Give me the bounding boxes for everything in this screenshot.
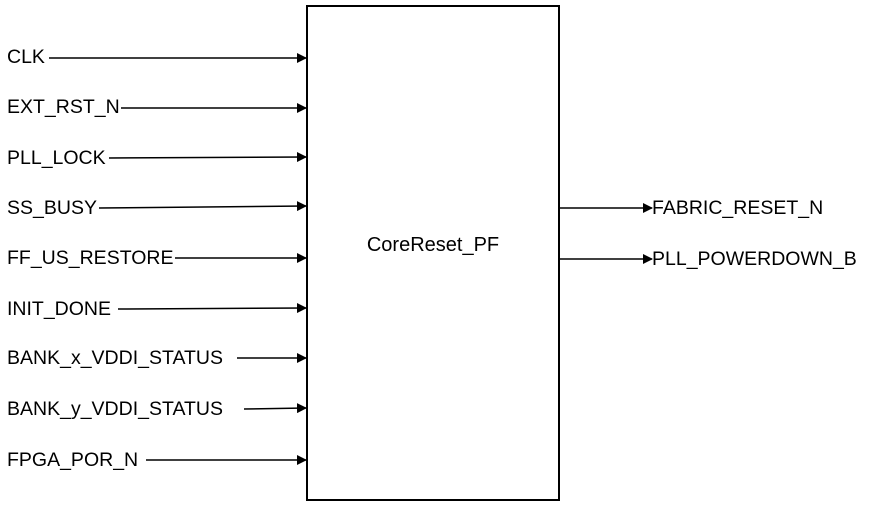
input-label-ss-busy: SS_BUSY — [7, 197, 97, 219]
input-label-bank-y-vddi-status: BANK_y_VDDI_STATUS — [7, 398, 224, 420]
block-title: CoreReset_PF — [366, 234, 500, 256]
init-done-wire — [117, 303, 307, 314]
ss-busy-wire — [98, 201, 307, 212]
output-label-fabric-reset-n: FABRIC_RESET_N — [652, 197, 824, 219]
input-label-bank-x-vddi-status: BANK_x_VDDI_STATUS — [7, 347, 224, 369]
input-label-ff-us-restore: FF_US_RESTORE — [7, 247, 174, 269]
input-label-init-done: INIT_DONE — [7, 298, 112, 320]
output-label-pll-powerdown-b: PLL_POWERDOWN_B — [652, 248, 857, 270]
input-label-pll-lock: PLL_LOCK — [7, 147, 106, 169]
bank-y-vddi-status-wire — [243, 403, 307, 414]
input-label-clk: CLK — [7, 46, 45, 68]
input-label-fpga-por-n: FPGA_POR_N — [7, 449, 139, 471]
core-reset-block — [306, 5, 560, 501]
input-label-ext-rst-n: EXT_RST_N — [7, 96, 120, 118]
pll-lock-wire — [108, 152, 307, 163]
